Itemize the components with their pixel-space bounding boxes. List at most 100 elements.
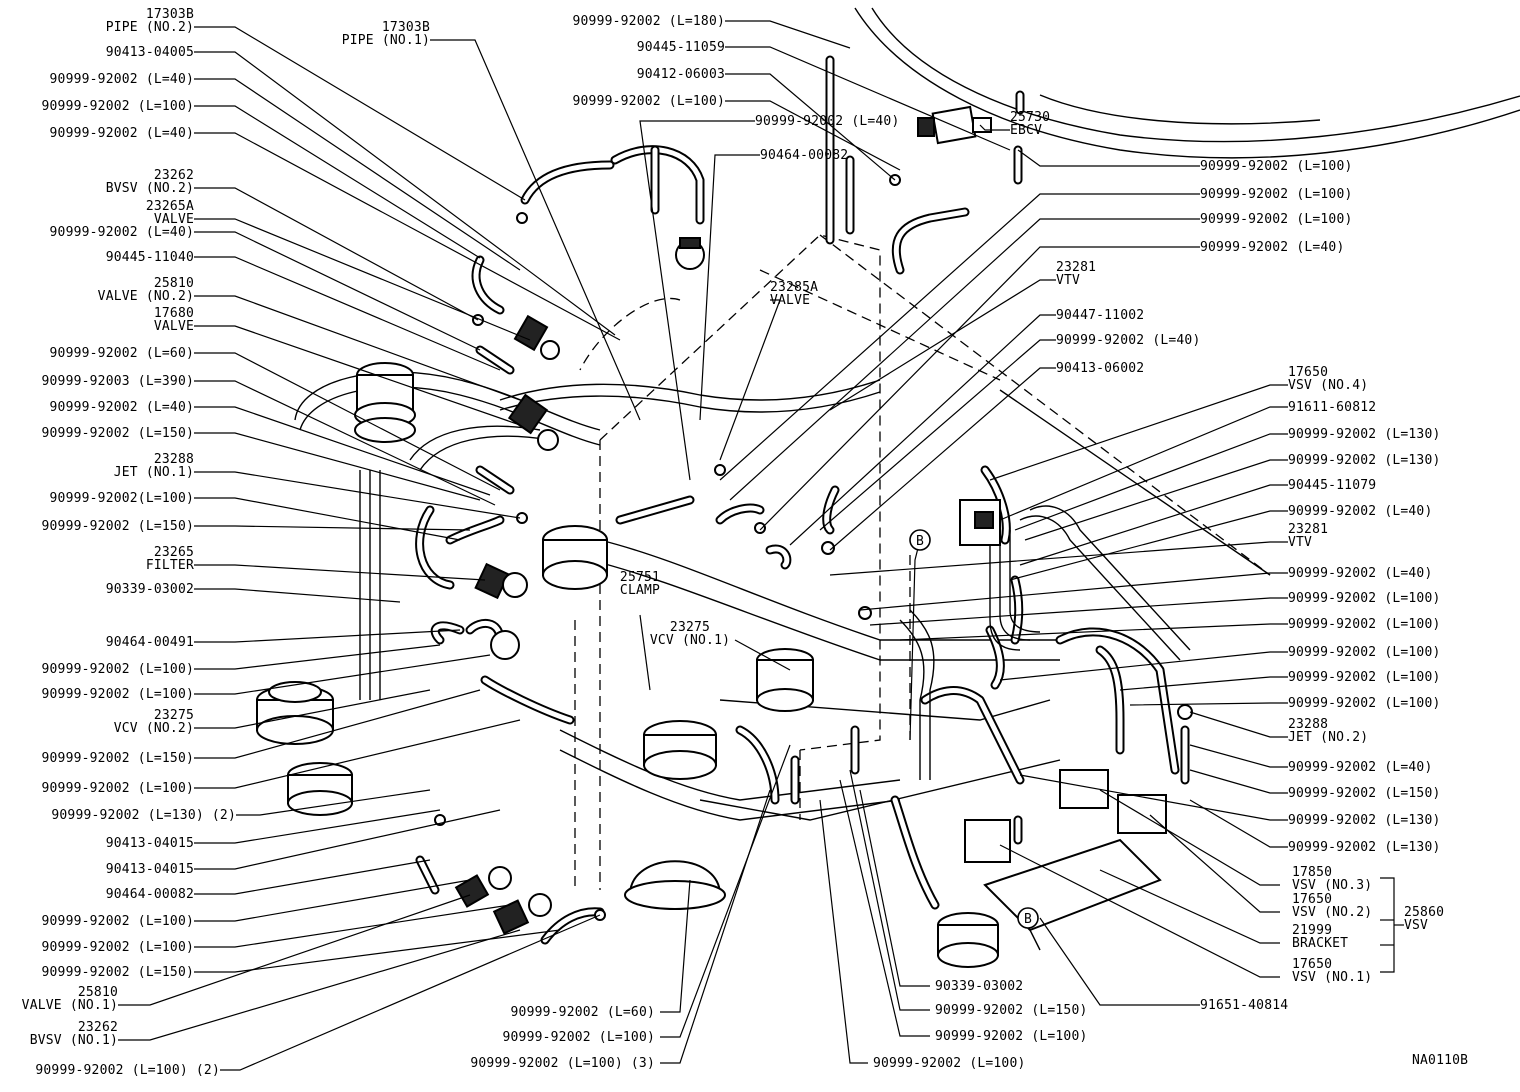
valve-17680 — [507, 393, 559, 451]
label-right-r27-line: VSV (NO.3) — [1292, 878, 1372, 893]
label-bottom-b1-line: 90999-92002 (L=60) — [511, 1005, 655, 1020]
label-left-l35-line: 23262 — [78, 1020, 118, 1035]
label-right-r19: 90999-92002 (L=100) — [1288, 645, 1441, 660]
label-bottom-b3: 90999-92002 (L=100) (3) — [470, 1056, 655, 1071]
label-left-l3: 90999-92002 (L=40) — [50, 72, 194, 87]
label-top-t2: 90999-92002 (L=180) — [572, 14, 725, 29]
label-left-l34-line: 25810 — [78, 985, 118, 1000]
label-left-l32-line: 90999-92002 (L=100) — [41, 940, 194, 955]
vsv-no2 — [1117, 794, 1167, 834]
label-left-l1-line: 17303B — [146, 7, 194, 22]
label-bottom-b6: 90999-92002 (L=100) — [935, 1029, 1088, 1044]
label-left-l29-line: 90413-04015 — [106, 862, 194, 877]
label-top-t5: 90999-92002 (L=100) — [572, 94, 725, 109]
label-bottom-b2: 90999-92002 (L=100) — [502, 1030, 655, 1045]
label-right-r16: 90999-92002 (L=40) — [1288, 566, 1432, 581]
label-left-l28-line: 90413-04015 — [106, 836, 194, 851]
label-left-l4-line: 90999-92002 (L=100) — [41, 99, 194, 114]
canister-3 — [354, 362, 416, 443]
valve-no1 — [454, 866, 512, 908]
label-right-r25: 90999-92002 (L=130) — [1288, 813, 1441, 828]
label-right-r20-line: 90999-92002 (L=100) — [1288, 670, 1441, 685]
label-left-l18-line: 90999-92002 (L=150) — [41, 519, 194, 534]
label-left-l30-line: 90464-00082 — [106, 887, 194, 902]
label-right-r25-line: 90999-92002 (L=130) — [1288, 813, 1441, 828]
label-right-r15-line: VTV — [1288, 535, 1312, 550]
label-top-t7-line: 90464-00082 — [760, 148, 848, 163]
label-right-r26-line: 90999-92002 (L=130) — [1288, 840, 1441, 855]
label-right-r15-line: 23281 — [1288, 522, 1328, 537]
label-right-r1-line: 90999-92002 (L=100) — [1200, 159, 1353, 174]
label-top-t5-line: 90999-92002 (L=100) — [572, 94, 725, 109]
canister-4 — [542, 525, 608, 590]
ebcv-25730 — [917, 105, 992, 145]
canister-2 — [287, 762, 353, 816]
label-right-r5-line: 23281 — [1056, 260, 1096, 275]
vcv-no2-valve — [490, 630, 520, 660]
label-left-l2-line: 90413-04005 — [106, 45, 194, 60]
vsv-no1 — [964, 819, 1011, 863]
label-right-r22-line: JET (NO.2) — [1288, 730, 1368, 745]
marker-b-lower: B — [1017, 907, 1039, 929]
label-left-l15: 90999-92002 (L=150) — [41, 426, 194, 441]
label-bottom-b2-line: 90999-92002 (L=100) — [502, 1030, 655, 1045]
label-bottom-b4: 90339-03002 — [935, 979, 1023, 994]
label-left-l23-line: 90999-92002 (L=100) — [41, 687, 194, 702]
canister-7 — [937, 912, 999, 968]
label-right-r8: 90413-06002 — [1056, 361, 1144, 376]
label-left-l26-line: 90999-92002 (L=100) — [41, 781, 194, 796]
label-right-r31-line: 91651-40814 — [1200, 998, 1288, 1013]
label-left-l24-line: VCV (NO.2) — [114, 721, 194, 736]
label-left-l17-line: 90999-92002(L=100) — [50, 491, 194, 506]
label-left-l8-line: 90999-92002 (L=40) — [50, 225, 194, 240]
label-bottom-b5-line: 90999-92002 (L=150) — [935, 1003, 1088, 1018]
label-right-r28-line: 17650 — [1292, 892, 1332, 907]
label-center-c1-line: 25751 — [620, 570, 660, 585]
label-right-r12: 90999-92002 (L=130) — [1288, 453, 1441, 468]
label-right-r13-line: 90445-11079 — [1288, 478, 1376, 493]
label-right-r18-line: 90999-92002 (L=100) — [1288, 617, 1441, 632]
label-left-l22: 90999-92002 (L=100) — [41, 662, 194, 677]
label-left-l35-line: BVSV (NO.1) — [30, 1033, 118, 1048]
label-right-r8-line: 90413-06002 — [1056, 361, 1144, 376]
label-bottom-b3-line: 90999-92002 (L=100) (3) — [470, 1056, 655, 1071]
label-right-r2-line: 90999-92002 (L=100) — [1200, 187, 1353, 202]
label-right-r9-line: VSV (NO.4) — [1288, 378, 1368, 393]
label-left-l21: 90464-00491 — [106, 635, 194, 650]
label-top-t8-line: 25730 — [1010, 110, 1050, 125]
label-top-t4: 90412-06003 — [637, 67, 725, 82]
valve-23285a-top — [675, 237, 705, 270]
label-top-t1-line: PIPE (NO.1) — [342, 33, 430, 48]
label-left-l27-line: 90999-92002 (L=130) (2) — [51, 808, 236, 823]
label-right-r5-line: VTV — [1056, 273, 1080, 288]
label-left-l7-line: 23265A — [146, 199, 194, 214]
bvsv-no1 — [492, 893, 552, 935]
label-bottom-b1: 90999-92002 (L=60) — [511, 1005, 655, 1020]
label-right-r17-line: 90999-92002 (L=100) — [1288, 591, 1441, 606]
label-right-r14: 90999-92002 (L=40) — [1288, 504, 1432, 519]
label-left-l10-line: 25810 — [154, 276, 194, 291]
label-left-l26: 90999-92002 (L=100) — [41, 781, 194, 796]
label-left-l16-line: 23288 — [154, 452, 194, 467]
label-right-r32-line: 25860 — [1404, 905, 1444, 920]
label-left-l9-line: 90445-11040 — [106, 250, 194, 265]
label-left-l32: 90999-92002 (L=100) — [41, 940, 194, 955]
label-left-l13: 90999-92003 (L=390) — [41, 374, 194, 389]
vcv-no2-canister — [256, 681, 334, 745]
label-left-l11-line: VALVE — [154, 319, 194, 334]
label-right-r2: 90999-92002 (L=100) — [1200, 187, 1353, 202]
